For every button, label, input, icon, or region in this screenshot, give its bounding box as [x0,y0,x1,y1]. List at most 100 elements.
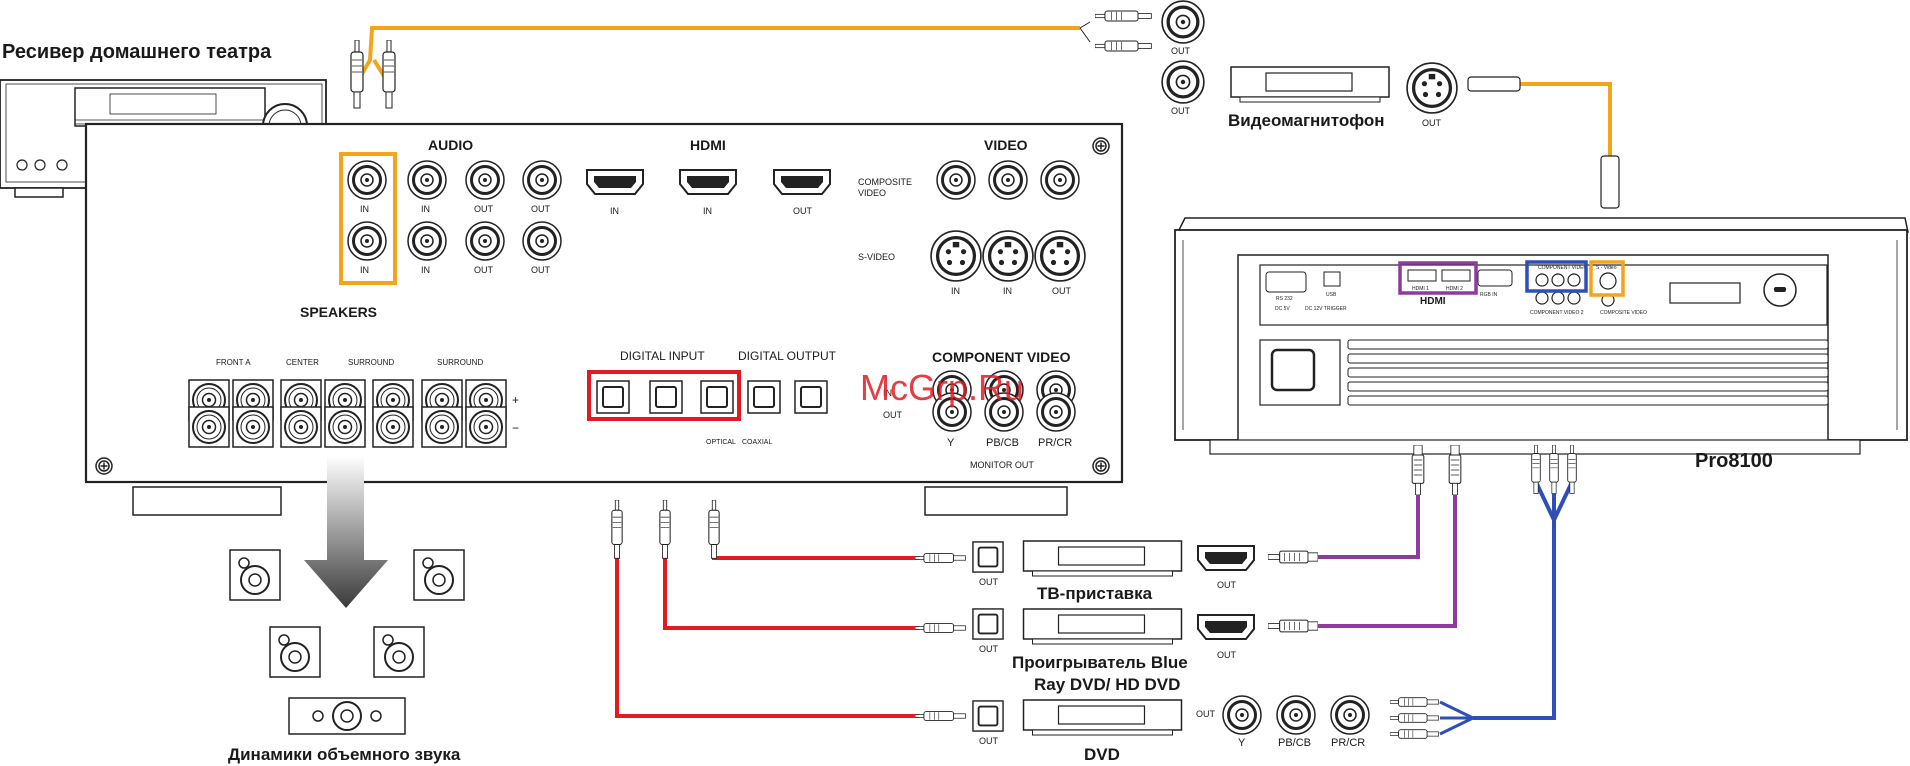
speaker-terminal [372,406,414,448]
svg-text:IN: IN [610,206,619,216]
svg-text:OUT: OUT [883,410,903,420]
svg-text:COMPONENT VIDEO 2: COMPONENT VIDEO 2 [1530,310,1584,316]
optical-cable-3 [615,520,920,718]
dvd-component-out-jack [1222,695,1262,735]
bluray-title-line1: Проигрыватель Blue [1012,653,1188,672]
projector-hdmi-highlight [1398,261,1478,295]
svg-text:COMPOSITE: COMPOSITE [858,177,912,187]
audio-out-jack [465,160,505,200]
digital-section: OPTICAL COAXIAL [587,370,828,446]
svg-text:USB: USB [1326,292,1337,298]
optical-plug [708,500,720,560]
hdmi-cable-2 [1310,482,1457,628]
svg-text:COMPOSITE VIDEO: COMPOSITE VIDEO [1600,310,1647,316]
optical-plug [915,622,967,634]
svg-text:OUT: OUT [793,206,813,216]
svg-text:IN: IN [360,265,369,275]
svg-text:SURROUND: SURROUND [348,358,394,367]
svg-text:OUT: OUT [979,736,999,746]
rca-plug [1095,10,1152,22]
hdmi-in-port [586,169,644,195]
audio-plug-l [350,40,364,109]
hdmi-cable-1 [1310,482,1420,559]
audio-out-jack [522,160,562,200]
projector: RS 232 USB DC 5V DC 12V TRIGGER HDMI 1 H… [1174,217,1909,495]
hdmi-ports: IN IN OUT [586,169,831,216]
vcr-audio-out-jack [1161,60,1205,104]
composite-in-jack [988,160,1028,200]
svg-text:OUT: OUT [1171,46,1191,56]
svg-text:HDMI 2: HDMI 2 [1446,286,1463,292]
audio-jacks: IN IN OUT OUT IN IN OUT OUT [339,152,562,285]
svg-text:OUT: OUT [1052,286,1072,296]
svg-text:FRONT A: FRONT A [216,358,251,367]
speaker-icon [413,548,465,602]
audio-in-highlight [339,152,397,285]
component-plug [1390,697,1440,707]
svg-text:Y: Y [947,437,955,449]
svg-text:OUT: OUT [474,204,494,214]
composite-in-jack [936,160,976,200]
svg-text:HDMI 1: HDMI 1 [1412,286,1429,292]
dvd-component-out-jack [1330,695,1370,735]
component-out-jack [1036,392,1076,432]
svg-text:OUT: OUT [1217,580,1237,590]
svg-text:RGB IN: RGB IN [1480,292,1498,298]
vcr: OUT OUT Видеомагнитофон OUT [1095,0,1620,209]
bluray-device [1022,608,1183,645]
speaker-terminal [280,406,322,448]
vcr-device [1230,66,1390,103]
digital-input-highlight [587,370,741,421]
speaker-terminal [465,406,507,448]
audio-in-jack [347,160,387,200]
component-cable [1473,520,1556,720]
component-plug [1390,713,1440,723]
svg-text:IN: IN [703,206,712,216]
bluray-hdmi-out [1197,614,1255,640]
svg-text:OUT: OUT [531,265,551,275]
center-speaker-icon [288,697,406,735]
dvd-optical-out [972,700,1004,732]
audio-header: AUDIO [428,137,473,153]
speakers-title: Динамики объемного звука [228,745,461,764]
dvd-device [1022,699,1183,736]
svg-text:PR/CR: PR/CR [1038,437,1072,449]
vcr-svideo-out-jack [1406,62,1458,114]
optical-in-port [700,380,734,414]
hdmi-plug [1411,445,1425,495]
rca-plug [1095,40,1152,52]
svg-text:IN: IN [421,204,430,214]
svideo-plug [1600,155,1620,209]
svg-text:DC 12V TRIGGER: DC 12V TRIGGER [1305,306,1347,312]
vcr-audio-out-jack [1161,0,1205,44]
svg-text:OUT: OUT [531,204,551,214]
audio-in-jack [347,221,387,261]
svg-text:PB/CB: PB/CB [986,437,1019,449]
svideo-out-jack [1034,230,1086,282]
component-plug [1390,729,1440,739]
svg-text:−: − [512,421,519,435]
projector-svideo-highlight [1589,260,1625,297]
component-video-section: IN OUT Y PB/CB PR/CR MONITOR OUT [883,370,1076,470]
svg-text:MONITOR OUT: MONITOR OUT [970,460,1034,470]
svideo-in-jack [982,230,1034,282]
tv-box-device [1022,540,1183,577]
hdmi-in-port [679,169,737,195]
svg-text:IN: IN [1003,286,1012,296]
svg-text:OUT: OUT [979,577,999,587]
audio-plug-r [382,40,396,109]
svg-text:PB/CB: PB/CB [1278,737,1311,749]
audio-out-jack [465,221,505,261]
tv-box-hdmi-out [1197,545,1255,571]
svg-text:OUT: OUT [474,265,494,275]
projector-vents [1259,339,1829,406]
digital-output-header: DIGITAL OUTPUT [738,349,837,363]
svg-text:CENTER: CENTER [286,358,319,367]
optical-in-port [596,380,630,414]
speaker-terminal [188,406,230,448]
speaker-terminal [421,406,463,448]
svg-text:Y: Y [1238,737,1246,749]
svg-text:DC 5V: DC 5V [1275,306,1290,312]
audio-out-jack [522,221,562,261]
